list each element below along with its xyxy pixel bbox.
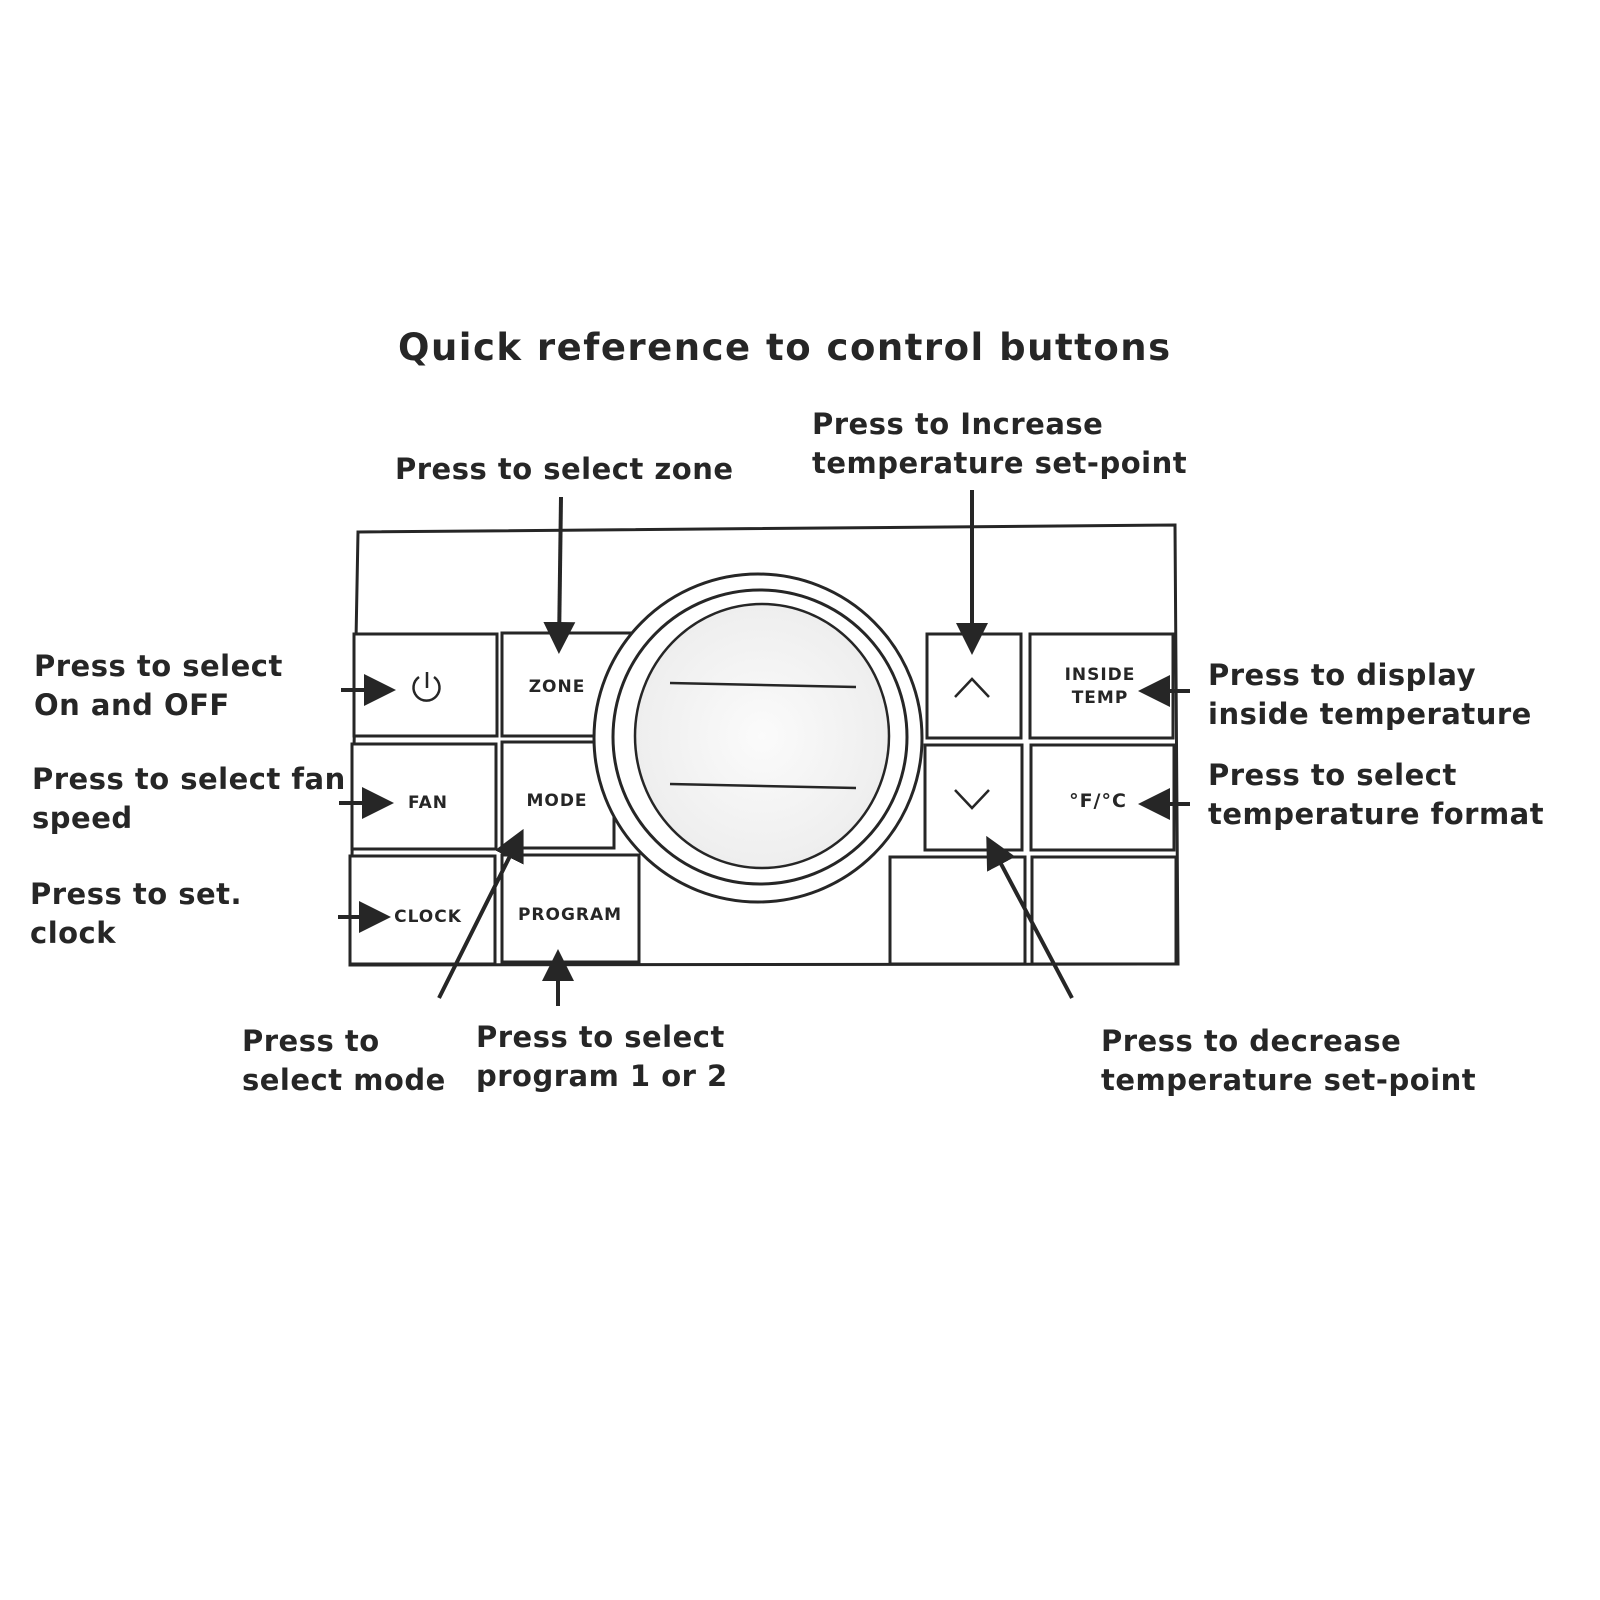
arrow-mode <box>437 828 524 999</box>
chevron-down-icon <box>954 789 990 810</box>
increase-button[interactable] <box>925 632 1023 740</box>
callout-increase: Press to Increase temperature set-point <box>812 407 1188 480</box>
callout-temp-format: Press to select temperature format <box>1208 758 1545 831</box>
callout-power: Press to select On and OFF <box>34 649 283 722</box>
callout-program: Press to select program 1 or 2 <box>476 1020 728 1093</box>
lcd-segment-bottom <box>669 782 857 790</box>
callout-arrows <box>338 490 1190 1006</box>
temp-format-button[interactable]: °F/°C <box>1029 743 1176 852</box>
lcd-display <box>633 602 891 870</box>
fan-button[interactable]: FAN <box>350 742 498 851</box>
callout-mode: Press to select mode <box>242 1024 446 1097</box>
callout-fan: Press to select fan speed <box>32 762 346 835</box>
power-button[interactable] <box>352 632 499 738</box>
inside-temp-button[interactable]: INSIDE TEMP <box>1028 632 1175 740</box>
callout-zone: Press to select zone <box>395 452 734 486</box>
fan-button-label: FAN <box>408 793 448 813</box>
lcd-segment-top <box>669 681 857 689</box>
program-button[interactable]: PROGRAM <box>500 853 641 964</box>
temp-format-button-label: °F/°C <box>1069 790 1127 812</box>
chevron-up-icon <box>954 677 990 698</box>
page-title: Quick reference to control buttons <box>398 326 1172 369</box>
blank-button-left[interactable] <box>888 855 1027 966</box>
inside-temp-label-line2: TEMP <box>1072 688 1129 708</box>
callout-decrease: Press to decrease temperature set-point <box>1101 1024 1477 1097</box>
arrow-zone <box>543 496 576 654</box>
zone-button-label: ZONE <box>529 677 586 697</box>
callout-clock: Press to set. clock <box>30 877 243 950</box>
power-icon <box>412 672 441 702</box>
decrease-button[interactable] <box>923 743 1024 852</box>
clock-button[interactable]: CLOCK <box>348 854 497 966</box>
callout-inside-temp: Press to display inside temperature <box>1208 658 1532 731</box>
mode-button-label: MODE <box>526 791 587 811</box>
clock-button-label: CLOCK <box>394 907 462 927</box>
blank-button-right[interactable] <box>1030 855 1178 966</box>
inside-temp-label-line1: INSIDE <box>1065 665 1136 685</box>
arrow-decrease <box>986 835 1074 999</box>
central-dial <box>592 572 924 904</box>
program-button-label: PROGRAM <box>518 905 622 925</box>
